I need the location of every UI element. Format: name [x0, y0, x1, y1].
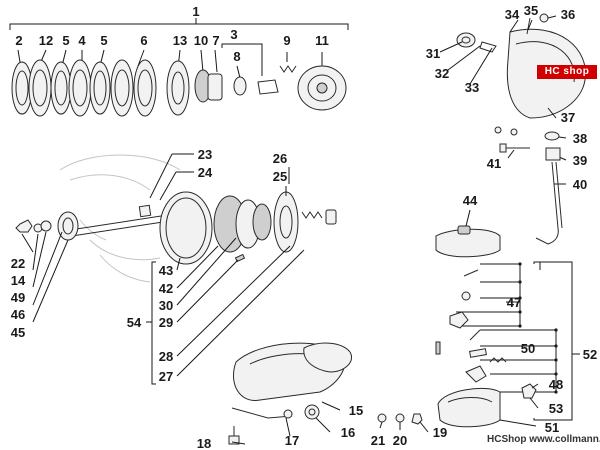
label-part-28: 28 [159, 349, 173, 364]
label-part-9: 9 [283, 33, 290, 48]
label-part-12: 12 [39, 33, 53, 48]
label-part-31: 31 [426, 46, 440, 61]
label-part-50: 50 [521, 341, 535, 356]
label-part-23: 23 [198, 147, 212, 162]
label-part-54: 54 [127, 315, 142, 330]
lever-assembly [228, 342, 429, 445]
label-part-27: 27 [159, 369, 173, 384]
label-part-8: 8 [233, 49, 240, 64]
label-part-39: 39 [573, 153, 587, 168]
label-part-26: 26 [273, 151, 287, 166]
label-part-17: 17 [285, 433, 299, 448]
label-part-24: 24 [198, 165, 213, 180]
label-part-51: 51 [545, 420, 559, 435]
label-part-43: 43 [159, 263, 173, 278]
label-part-33: 33 [465, 80, 479, 95]
selector-assembly [435, 209, 580, 428]
label-part-41: 41 [487, 156, 501, 171]
label-part-4: 4 [78, 33, 86, 48]
label-part-44: 44 [463, 193, 478, 208]
label-part-37: 37 [561, 110, 575, 125]
label-part-38: 38 [573, 131, 587, 146]
label-part-5-second: 5 [100, 33, 107, 48]
label-part-52: 52 [583, 347, 597, 362]
label-part-34: 34 [505, 7, 520, 22]
label-part-40: 40 [573, 177, 587, 192]
watermark-text: HCShop www.collmann.eu [487, 434, 600, 445]
clutch-assembly [9, 18, 349, 117]
part-labels: 1 2 12 5 4 5 6 13 10 7 3 8 9 11 34 35 36… [11, 3, 597, 450]
label-part-36: 36 [561, 7, 575, 22]
label-part-15: 15 [349, 403, 363, 418]
cover-assembly [439, 13, 587, 245]
label-part-6: 6 [140, 33, 147, 48]
label-part-10: 10 [194, 33, 208, 48]
label-part-13: 13 [173, 33, 187, 48]
label-part-32: 32 [435, 66, 449, 81]
label-part-30: 30 [159, 298, 173, 313]
label-part-20: 20 [393, 433, 407, 448]
label-part-1: 1 [192, 4, 199, 19]
label-part-29: 29 [159, 315, 173, 330]
label-part-35: 35 [524, 3, 538, 18]
label-part-53: 53 [549, 401, 563, 416]
label-part-46: 46 [11, 307, 25, 322]
label-part-16: 16 [341, 425, 355, 440]
label-part-45: 45 [11, 325, 25, 340]
label-part-5: 5 [62, 33, 69, 48]
label-part-2: 2 [15, 33, 22, 48]
label-part-42: 42 [159, 281, 173, 296]
label-part-3: 3 [230, 27, 237, 42]
label-part-11: 11 [315, 33, 329, 48]
label-part-49: 49 [11, 290, 25, 305]
label-part-22: 22 [11, 256, 25, 271]
label-part-18: 18 [197, 436, 211, 450]
gear-assembly [15, 153, 337, 385]
label-part-14: 14 [11, 273, 26, 288]
label-part-25: 25 [273, 169, 287, 184]
label-part-19: 19 [433, 425, 447, 440]
label-part-7: 7 [212, 33, 219, 48]
label-part-48: 48 [549, 377, 563, 392]
label-part-47: 47 [507, 295, 521, 310]
hc-shop-badge: HC shop [537, 65, 597, 79]
label-part-21: 21 [371, 433, 385, 448]
